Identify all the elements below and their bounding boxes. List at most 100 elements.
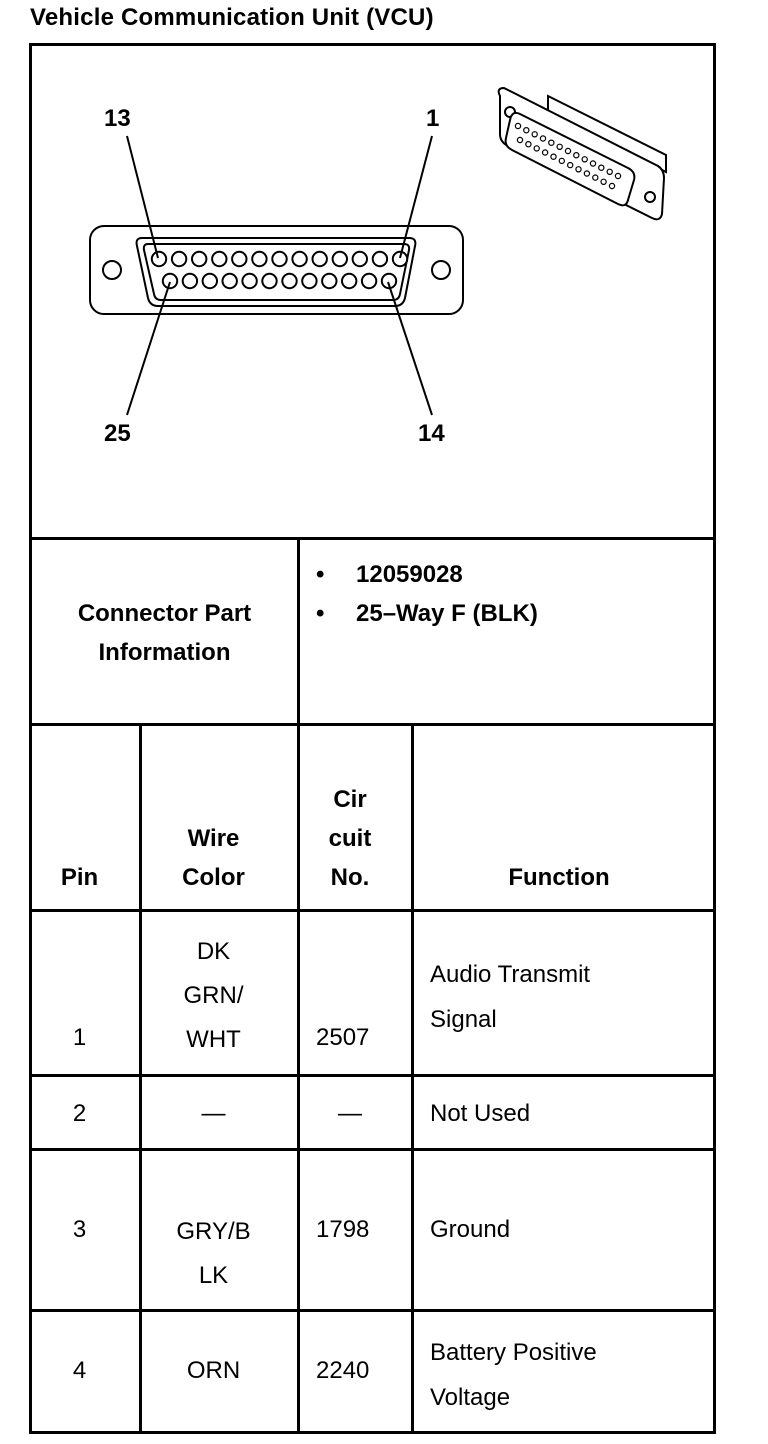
mounting-hole-left [102,260,122,280]
row-1-function-line1: Audio Transmit [430,961,591,988]
pin-socket-row1-13 [391,250,409,268]
row-2-circuit: — [338,1100,362,1127]
row-2-function: Not Used [430,1100,531,1127]
pin-socket-row2-8 [301,272,318,290]
row-3-pin: 3 [72,1216,87,1243]
row-1-pin: 1 [72,1024,87,1051]
connector-3d-socket-r2-6 [558,157,566,165]
pin-socket-row1-9 [311,250,328,268]
header-circuit-line1: Cir [333,786,367,813]
pin-socket-row1-3 [191,250,208,268]
pin-socket-row2-10 [341,272,358,290]
pin-socket-row1-2 [170,250,188,268]
connector-shell-outer [135,237,417,307]
row-1-wire-color: DK GRN/ WHT [142,930,285,1062]
connector-3d-socket-r2-10 [592,174,599,181]
frame-left-border [29,44,32,1434]
connector-3d-socket-r2-12 [608,182,616,190]
pin-label-14: 14 [418,420,445,447]
pin-column-divider [139,725,142,1432]
connector-3d-socket-r2-5 [550,153,557,160]
frame-bottom-border [29,1431,716,1434]
connector-3d-body [547,94,667,174]
connector-3d-socket-r2-11 [600,178,607,185]
connector-3d-socket-r2-8 [575,166,582,173]
row-2-bottom [29,1148,716,1151]
pin-socket-row2-11 [360,272,378,290]
pin-socket-row2-9 [321,272,338,290]
leader-line-25 [126,281,171,416]
pin-socket-row1-4 [211,250,228,268]
leader-line-14 [387,281,433,416]
frame-divider-diagram [29,537,716,540]
header-wire-color-line1: Wire [187,825,240,852]
bullet-glyph: • [316,600,325,627]
connector-flange [89,225,464,315]
connector-3d-socket-r1-6 [556,143,563,150]
frame-top-border [29,43,716,46]
pin-label-13: 13 [104,105,131,132]
pin-socket-row2-4 [221,272,238,290]
connector-3d-socket-r1-2 [523,126,530,134]
connector-3d-socket-r2-2 [525,140,532,148]
header-wire-color: Wire Color [142,819,285,897]
row-3-wire-line2: LK [198,1262,229,1289]
connector-part-number: • 12059028 [300,555,710,594]
connector-part-number-text: 12059028 [356,561,463,588]
row-1-function: Audio Transmit Signal [430,952,710,1042]
connector-description-text: 25–Way F (BLK) [356,600,538,627]
connector-3d-socket-r1-11 [598,164,605,171]
connector-3d-socket-r2-1 [516,136,524,144]
pin-socket-row1-8 [291,250,308,268]
connector-3d-socket-r1-5 [548,139,555,146]
row-1-function-line2: Signal [430,1006,497,1033]
connector-3d-socket-r1-8 [573,151,580,159]
header-pin: Pin [32,858,127,897]
connector-3d-socket-r1-10 [589,160,597,167]
row-2-pin: 2 [72,1100,87,1127]
connector-3d-socket-r1-4 [539,135,547,142]
header-circuit-line2: cuit [328,825,372,852]
row-4-function-line1: Battery Positive [430,1339,597,1366]
header-pin-text: Pin [60,864,99,891]
pin-label-25: 25 [104,420,131,447]
row-3-wire-line1: GRY/B [176,1218,251,1245]
table-header-bottom [29,909,716,912]
row-4-function: Battery Positive Voltage [430,1330,710,1420]
pin-socket-row1-5 [231,250,248,268]
header-function: Function [414,858,704,897]
pin-label-1: 1 [426,105,439,132]
pin-socket-row1-12 [371,250,389,268]
pin-socket-row1-10 [331,250,348,268]
connector-3d-socket-r1-13 [614,172,622,180]
header-wire-color-line2: Color [182,864,245,891]
pin-socket-row2-7 [281,272,298,290]
connector-3d-socket-r2-4 [541,149,549,156]
row-1-wire-line2: GRN/ [183,982,244,1009]
row-1-circuit: 2507 [316,1024,370,1051]
row-3-bottom [29,1309,716,1312]
row-1-bottom [29,1074,716,1077]
row-4-circuit: 2240 [316,1357,370,1384]
pin-socket-row1-1 [150,250,168,268]
header-function-text: Function [508,864,610,891]
frame-right-border [713,44,716,1434]
row-4-pin: 4 [72,1357,87,1384]
mounting-hole-right [431,260,451,280]
leader-line-13 [126,135,159,259]
connector-info-values: • 12059028 • 25–Way F (BLK) [300,555,710,633]
connector-3d-socket-r1-3 [531,131,538,138]
connector-info-label: Connector Part Information [32,594,297,672]
bullet-glyph: • [316,561,325,588]
pin-socket-row2-2 [181,272,199,290]
row-2-wire-color: — [201,1100,226,1127]
header-circuit-no: Cir cuit No. [300,780,400,897]
connector-3d-socket-r1-12 [606,168,613,175]
connector-3d-socket-r1-7 [564,147,572,155]
row-1-wire-line3: WHT [186,1026,241,1053]
pin-socket-row1-7 [271,250,288,268]
frame-divider-info [29,723,716,726]
function-column-divider [411,725,414,1432]
pin-socket-row2-5 [241,272,258,290]
connector-3d-socket-r2-3 [533,145,540,152]
